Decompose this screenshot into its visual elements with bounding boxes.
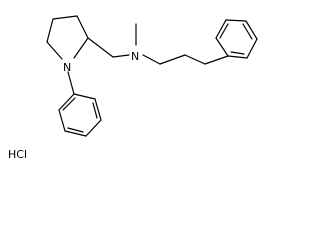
ring-bond	[225, 19, 247, 22]
ring-bond	[64, 130, 87, 137]
linker-bonds	[87, 23, 229, 65]
ring-double-bond	[67, 127, 84, 133]
ring-bond	[58, 93, 75, 111]
ring-bond	[85, 119, 102, 137]
bond-c2-ch2	[87, 37, 114, 58]
bond-n-ch2a	[142, 54, 161, 65]
bond-ch2a-ch2b	[159, 54, 186, 65]
ring-bond	[73, 93, 96, 100]
ring-bond	[215, 19, 227, 39]
ring-bond	[94, 98, 102, 121]
ring-bond	[246, 38, 258, 59]
ring-double-bond	[219, 23, 229, 39]
phenyl-ring-right	[215, 19, 258, 59]
ring-bond	[227, 55, 248, 59]
bond-n1-c2	[73, 37, 89, 59]
ring-double-bond	[230, 51, 245, 55]
ring-bond	[245, 20, 258, 40]
ring-double-bond	[242, 23, 253, 40]
bond-c5-n1	[46, 41, 63, 60]
ring-bond	[215, 37, 229, 57]
bond-ch2b-ch2c	[184, 54, 206, 65]
bond-c3-c4	[52, 15, 78, 20]
structure-diagram: N N HCl	[8, 15, 258, 161]
ring-bond	[58, 109, 66, 132]
bond-c2-c3	[76, 15, 89, 39]
pyrrolidine-ring	[46, 15, 89, 60]
ring-double-bond	[62, 97, 76, 111]
bond-ch2-n	[112, 54, 130, 58]
phenyl-ring-left	[58, 71, 102, 137]
ring-double-bond	[92, 102, 98, 119]
atom-label-n-pyrrolidine: N	[63, 61, 71, 74]
salt-label-hcl: HCl	[8, 148, 27, 161]
bond-c4-c5	[46, 18, 54, 43]
bond-ch2c-ph	[204, 55, 229, 65]
atom-label-n-amine: N	[131, 50, 139, 63]
bond-n1-ph	[67, 71, 75, 95]
